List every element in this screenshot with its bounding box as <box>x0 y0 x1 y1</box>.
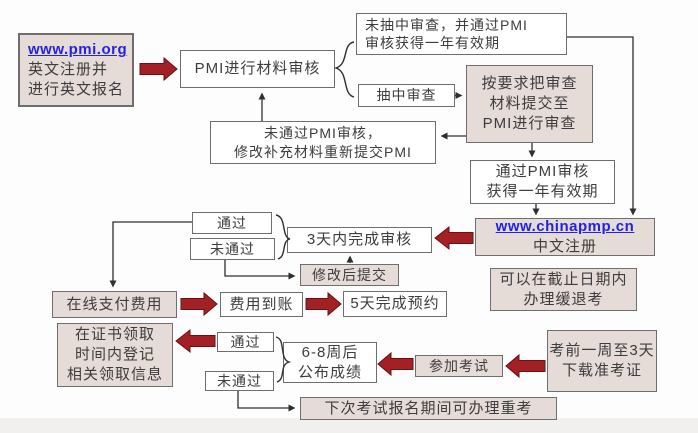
chinapmp-line2: 中文注册 <box>532 238 597 255</box>
node-fail-2: 未通过 <box>205 371 274 391</box>
node-fee-received: 费用到账 <box>220 292 303 317</box>
node-pmi-en-registration: www.pmi.org 英文注册并 进行英文报名 <box>18 33 134 107</box>
node-submit-review-materials: 按要求把审查 材料提交至 PMI进行审查 <box>466 65 593 143</box>
arrow-fee-to-5days <box>305 291 342 317</box>
node-pass-2: 通过 <box>217 332 274 352</box>
arrow-exam-to-results <box>377 351 414 377</box>
node-download-admission-ticket: 考前一周至3天 下载准考证 <box>547 330 657 392</box>
node-fail-1: 未通过 <box>190 238 275 260</box>
node-sampled-review: 抽中审查 <box>358 84 455 107</box>
line-pass1-to-payonline <box>109 221 192 288</box>
arrow-chinapmp-to-3days <box>434 225 474 251</box>
node-take-exam: 参加考试 <box>415 355 503 377</box>
line-fail2-to-retake <box>237 391 296 412</box>
node-pmi-material-review: PMI进行材料审核 <box>180 50 335 88</box>
arrow-payonline-to-fee <box>180 291 218 317</box>
brace-review-branches <box>333 41 355 98</box>
node-retake-next-period: 下次考试报名期间可办理重考 <box>300 397 557 420</box>
bottom-strip <box>0 418 698 433</box>
chinapmp-link[interactable]: www.chinapmp.cn <box>495 218 635 236</box>
node-fail-pmi-resubmit: 未通过PMI审核， 修改补充材料重新提交PMI <box>210 121 436 164</box>
pmi-org-link[interactable]: www.pmi.org <box>28 41 128 59</box>
arrow-ticket-to-exam <box>505 353 546 379</box>
line-fail1-to-revise <box>224 260 296 280</box>
node-results-6-8-weeks: 6-8周后 公布成绩 <box>283 342 377 383</box>
node-not-sampled-pass: 未抽中审查，并通过PMI 审核获得一年有效期 <box>356 13 567 55</box>
arrow-pmiorg-to-review <box>139 56 178 82</box>
node-chinapmp-cn-registration: www.chinapmp.cn 中文注册 <box>475 218 655 256</box>
node-pass-pmi-one-year: 通过PMI审核 获得一年有效期 <box>470 160 615 204</box>
node-pass-1: 通过 <box>192 212 272 234</box>
node-review-3-days: 3天内完成审核 <box>287 227 432 253</box>
pmi-org-line2: 进行英文报名 <box>28 80 125 98</box>
pmi-org-line1: 英文注册并 <box>28 61 109 79</box>
node-book-5-days: 5天完成预约 <box>343 291 447 317</box>
node-cert-collection: 在证书领取 时间内登记 相关领取信息 <box>57 323 173 387</box>
node-pay-online: 在线支付费用 <box>52 291 177 318</box>
node-defer-exam: 可以在截止日期内 办理缓退考 <box>490 268 637 311</box>
node-revise-resubmit: 修改后提交 <box>300 264 399 286</box>
arrow-pass2-to-cert <box>175 328 216 354</box>
